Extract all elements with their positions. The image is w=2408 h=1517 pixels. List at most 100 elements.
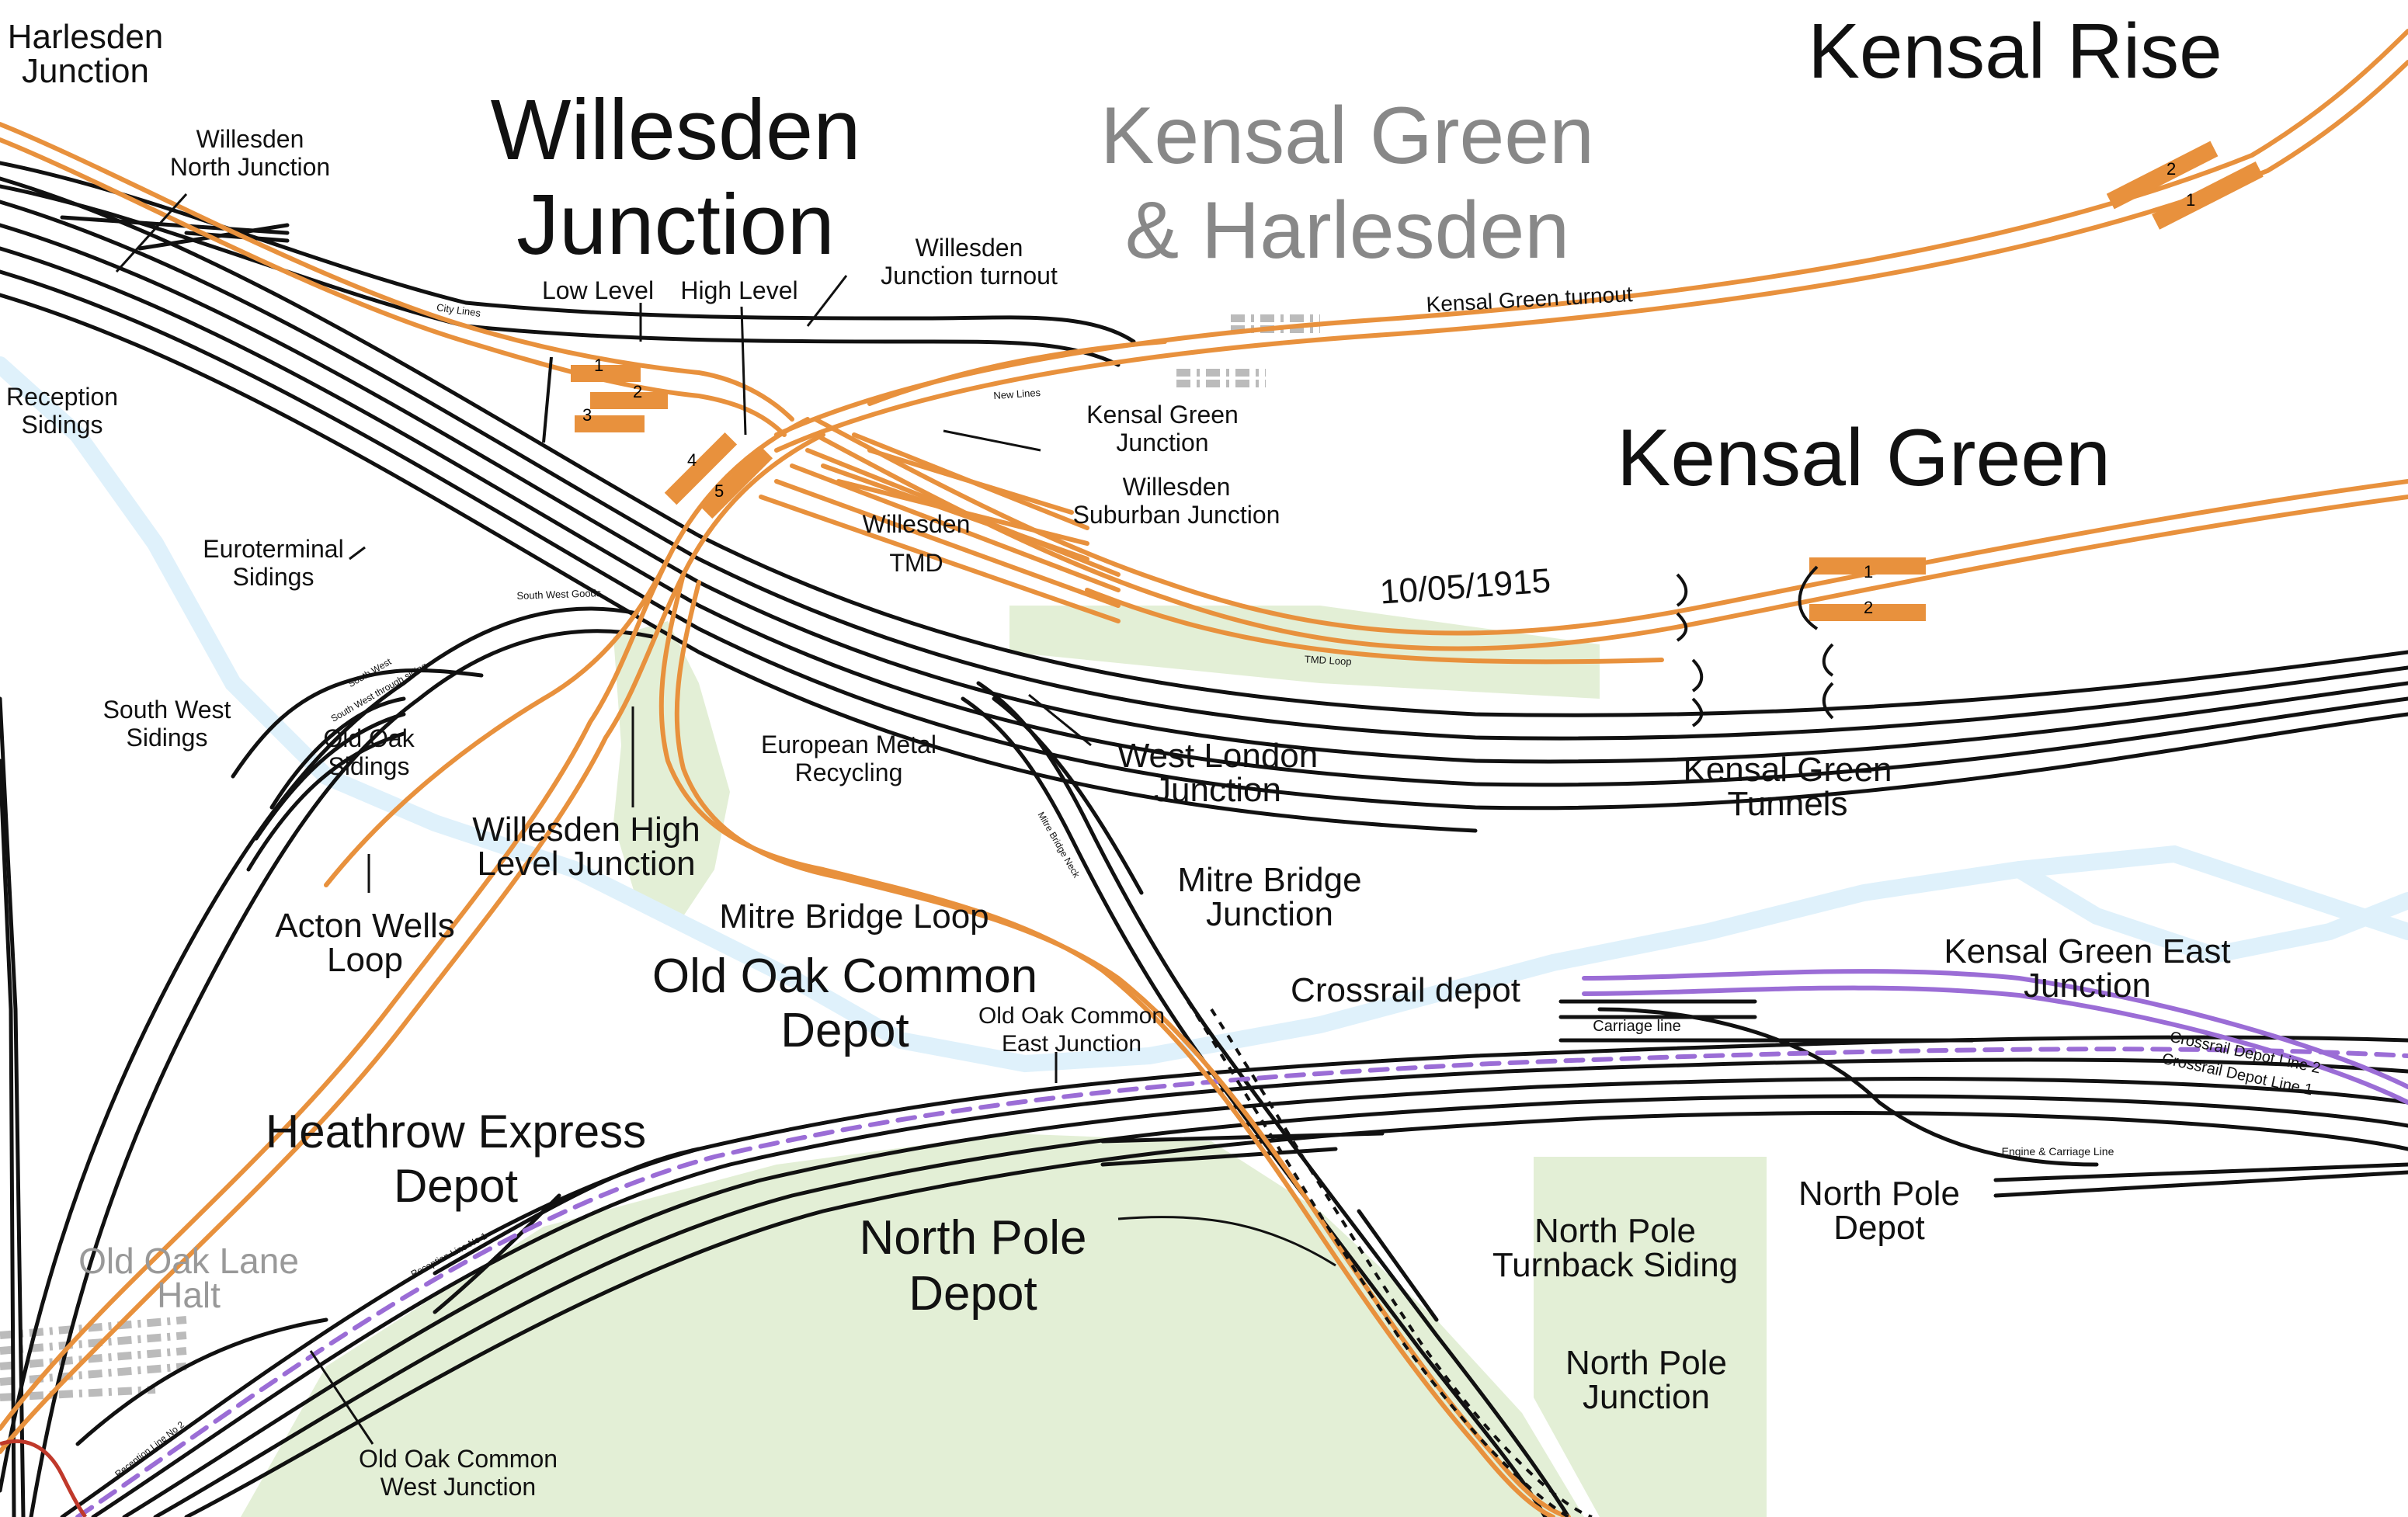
tmd-fan-1 [759, 495, 1121, 623]
label-new-lines: New Lines [993, 387, 1041, 401]
heritage-track [0, 1439, 88, 1517]
tmd-fan-6 [836, 479, 1089, 546]
label-willesden-tmd-line-2: TMD [889, 549, 943, 577]
low-level-platforms: 1 2 3 [542, 356, 668, 443]
wcml-track-5 [0, 269, 2408, 811]
label-european-metal-recycling-line-2: Recycling [795, 758, 903, 786]
platform-kr-1 [2152, 161, 2264, 230]
left-edge-track-2 [0, 758, 16, 1517]
acton-wells-loop-1 [324, 557, 670, 887]
platform-low-1 [571, 365, 641, 382]
platform-high-5 [700, 446, 773, 519]
label-old-oak-common-west-junction-line-1: Old Oak Common [359, 1445, 558, 1473]
tunnel-portal-5 [1822, 643, 1834, 677]
high-level-platforms [664, 432, 773, 519]
label-euroterminal-sidings-line-2: Sidings [233, 563, 314, 591]
tmd-fan-3 [790, 463, 1121, 592]
tunnel-portal-2 [1676, 612, 1688, 642]
label-tmd-loop-line-1: TMD Loop [1305, 653, 1352, 667]
platform-high-4 [664, 432, 738, 505]
low-level-buffer [542, 356, 553, 443]
label-willesden-junction-line-1: Willesden [491, 82, 861, 178]
canal-right [2010, 861, 2408, 964]
label-kensal-green-tunnels-line-1: Kensal Green [1683, 751, 1892, 789]
disused-halt-4 [0, 1363, 187, 1386]
gwml-track-5 [184, 1111, 2408, 1517]
north-pole-spur-1 [1100, 1131, 1385, 1144]
label-old-oak-sidings-line-2: Sidings [328, 752, 410, 780]
platform-kr-2 [2106, 141, 2219, 210]
label-north-pole-depot-centre-line-1: North Pole [860, 1211, 1087, 1265]
platform-high-5-number: 5 [714, 481, 724, 501]
label-north-pole-depot-centre-line-2: Depot [909, 1267, 1037, 1321]
label-kensal-rise: Kensal Rise [1808, 8, 2222, 95]
label-old-oak-lane-halt-line-2: Halt [157, 1275, 221, 1315]
label-kensal-green-tunnels-line-2: Tunnels [1728, 785, 1848, 823]
tunnel-portal-4 [1691, 697, 1704, 727]
north-pole-east-2 [1993, 1170, 2408, 1198]
west-coast-main-line [0, 176, 2408, 833]
label-mitre-bridge-junction-line-2: Junction [1206, 895, 1333, 933]
label-old-oak-sidings-line-1: Old Oak [323, 724, 415, 752]
disused-halt-1 [0, 1316, 187, 1339]
label-south-west-goods-line-1: South West Goods [516, 587, 602, 602]
platform-kg-1-number: 1 [1864, 562, 1873, 581]
disused-halt-5 [0, 1386, 156, 1401]
label-engine-carriage-line: Engine & Carriage Line [2002, 1145, 2114, 1158]
label-mitre-bridge-junction-line-1: Mitre Bridge [1177, 861, 1361, 899]
tmd-fan-2 [774, 479, 1121, 608]
label-kensal-green-harlesden-line-2: & Harlesden [1125, 186, 1569, 276]
label-harlesden-junction-l2: Junction [22, 52, 149, 90]
label-north-pole-turnback-siding-line-2: Turnback Siding [1492, 1246, 1738, 1284]
dc-track-1 [813, 417, 2408, 636]
label-willesden-junction-line-2: Junction [516, 177, 835, 273]
label-low-level-line-1: Low Level [542, 276, 654, 304]
tunnel-portal-1 [1676, 573, 1688, 607]
label-kensal-green-east-junction-line-1: Kensal Green East [1944, 932, 2230, 970]
label-kensal-green-junction-line-2: Junction [1116, 429, 1208, 456]
turnback-green [1534, 1157, 1767, 1517]
south-west-lines [0, 606, 655, 1517]
label-north-pole-junction-line-1: North Pole [1565, 1344, 1727, 1382]
label-reception-sidings-line-1: Reception [6, 383, 118, 411]
sw-siding-2 [254, 712, 406, 841]
platform-high-4-number: 4 [687, 450, 697, 470]
pointer-high-level [740, 306, 747, 436]
label-willesden-high-level-junction-line-1: Willesden High [472, 811, 700, 849]
wll-track-3 [992, 696, 1144, 895]
pointer-suburban [943, 429, 1041, 452]
platform-kr-1-number: 1 [2186, 190, 2195, 210]
label-willesden-north-junction-line-1: Willesden [196, 125, 304, 153]
wcml-track-6 [0, 293, 1478, 833]
turnback-track [1357, 1209, 1439, 1322]
dc-track-2 [813, 432, 2408, 651]
kg-platform-arc [1798, 565, 1819, 630]
label-euroterminal-sidings-line-1: Euroterminal [203, 535, 343, 563]
crossrail-depot-line-2 [1582, 969, 2408, 1089]
label-old-oak-common-depot-line-1: Old Oak Common [652, 949, 1037, 1003]
tunnel-portal-6 [1822, 682, 1834, 720]
sw-goods-1 [0, 606, 639, 1493]
label-acton-wells-loop-line-2: Loop [327, 941, 403, 979]
platform-low-3 [575, 415, 645, 432]
label-carriage-line-line-1: Carriage line [1593, 1018, 1680, 1035]
pointer-north-pole-depot [1117, 1216, 1336, 1267]
label-reception-sidings-line-2: Sidings [22, 411, 103, 439]
label-south-west-goods: South West Goods [516, 587, 602, 602]
wcml-track-4 [0, 246, 2408, 787]
great-western-main-line [60, 999, 2408, 1517]
